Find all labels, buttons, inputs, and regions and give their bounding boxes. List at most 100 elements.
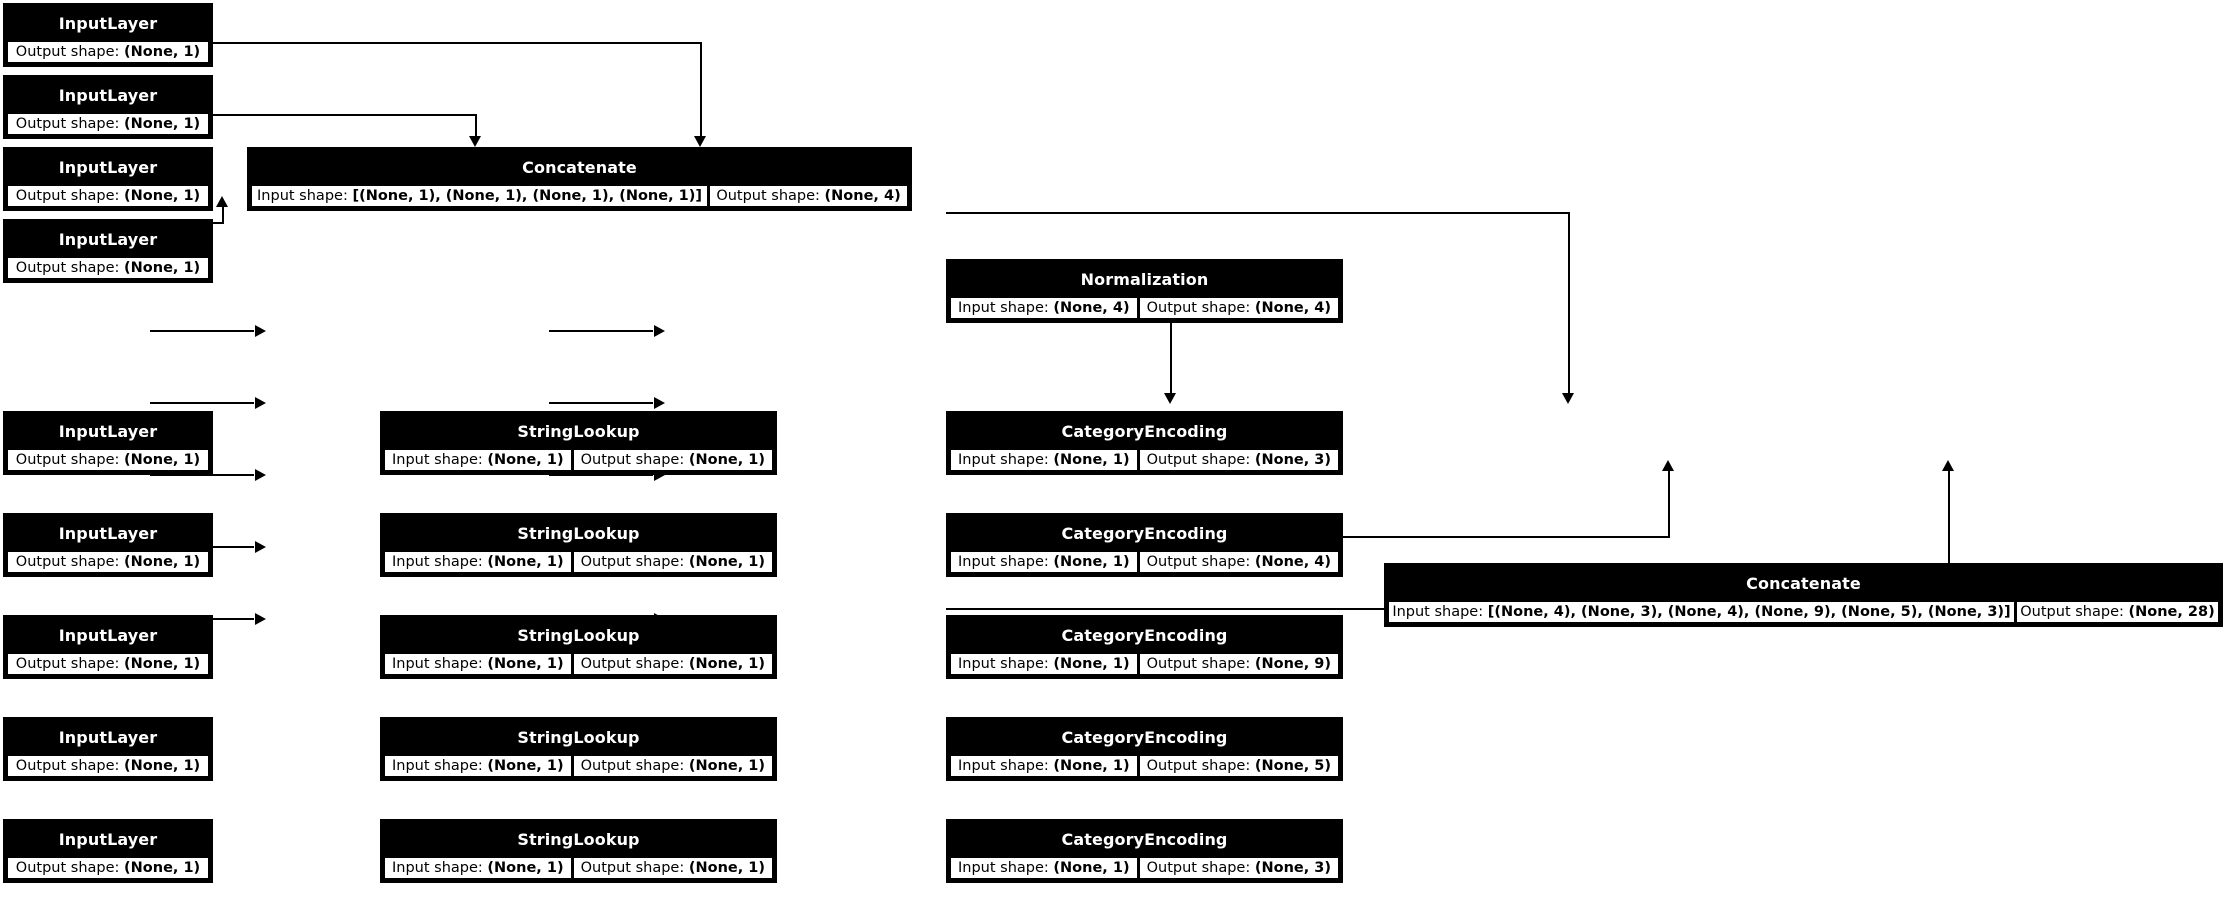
edge-row2-lookup-to-encoding-arrowhead (654, 397, 665, 409)
node-title: InputLayer (6, 6, 210, 40)
output-shape-label: Output shape: (15, 452, 120, 468)
input-shape-value: (None, 1) (487, 656, 564, 672)
node-body: Input shape: (None, 1) Output shape: (No… (949, 550, 1340, 574)
node-title: InputLayer (6, 222, 210, 256)
edge-row5-encoding-vertical (1948, 470, 1950, 610)
node-title: CategoryEncoding (949, 720, 1340, 754)
output-shape-cell: Output shape: (None, 1) (8, 450, 208, 470)
edge-row3-lookup-to-encoding (549, 474, 653, 476)
input-shape-cell: Input shape: (None, 4) (951, 298, 1137, 318)
node-body: Input shape: (None, 1) Output shape: (No… (383, 550, 774, 574)
output-shape-label: Output shape: (15, 116, 120, 132)
node-string-lookup-3[interactable]: StringLookup Input shape: (None, 1) Outp… (380, 615, 777, 679)
node-body: Output shape: (None, 1) (6, 550, 210, 574)
output-shape-label: Output shape: (15, 656, 120, 672)
output-shape-label: Output shape: (2020, 604, 2124, 620)
input-shape-cell: Input shape: (None, 1) (385, 552, 571, 572)
node-body: Input shape: (None, 1) Output shape: (No… (949, 856, 1340, 880)
node-input-layer-numeric-2[interactable]: InputLayer Output shape: (None, 1) (3, 75, 213, 139)
node-string-lookup-2[interactable]: StringLookup Input shape: (None, 1) Outp… (380, 513, 777, 577)
input-shape-cell: Input shape: (None, 1) (951, 654, 1137, 674)
output-shape-label: Output shape: (15, 758, 120, 774)
output-shape-value: (None, 1) (124, 758, 201, 774)
node-input-layer-numeric-1[interactable]: InputLayer Output shape: (None, 1) (3, 3, 213, 67)
input-shape-cell: Input shape: [(None, 4), (None, 3), (Non… (1389, 602, 2014, 622)
output-shape-label: Output shape: (15, 44, 120, 60)
node-input-layer-numeric-3[interactable]: InputLayer Output shape: (None, 1) (3, 147, 213, 211)
node-input-layer-categorical-5[interactable]: InputLayer Output shape: (None, 1) (3, 819, 213, 883)
edge-row5-input-to-lookup-arrowhead (255, 613, 266, 625)
node-body: Input shape: (None, 1) Output shape: (No… (949, 448, 1340, 472)
input-shape-label: Input shape: (1392, 604, 1484, 620)
node-title: Normalization (949, 262, 1340, 296)
output-shape-value: (None, 1) (688, 656, 765, 672)
node-category-encoding-3[interactable]: CategoryEncoding Input shape: (None, 1) … (946, 615, 1343, 679)
node-body: Output shape: (None, 1) (6, 112, 210, 136)
output-shape-value: (None, 1) (124, 188, 201, 204)
edge-row1-encoding-arrowhead (1164, 393, 1176, 404)
node-body: Output shape: (None, 1) (6, 652, 210, 676)
output-shape-label: Output shape: (716, 188, 820, 204)
node-body: Input shape: (None, 1) Output shape: (No… (383, 448, 774, 472)
output-shape-label: Output shape: (1146, 860, 1251, 876)
node-title: CategoryEncoding (949, 618, 1340, 652)
node-category-encoding-4[interactable]: CategoryEncoding Input shape: (None, 1) … (946, 717, 1343, 781)
node-input-layer-categorical-4[interactable]: InputLayer Output shape: (None, 1) (3, 717, 213, 781)
node-title: StringLookup (383, 618, 774, 652)
output-shape-value: (None, 1) (124, 44, 201, 60)
node-title: StringLookup (383, 516, 774, 550)
output-shape-label: Output shape: (15, 860, 120, 876)
node-category-encoding-1[interactable]: CategoryEncoding Input shape: (None, 1) … (946, 411, 1343, 475)
node-input-layer-categorical-2[interactable]: InputLayer Output shape: (None, 1) (3, 513, 213, 577)
input-shape-cell: Input shape: (None, 1) (385, 654, 571, 674)
input-shape-cell: Input shape: (None, 1) (385, 756, 571, 776)
node-body: Input shape: [(None, 4), (None, 3), (Non… (1387, 600, 2220, 624)
output-shape-value: (None, 3) (1254, 860, 1331, 876)
input-shape-label: Input shape: (958, 452, 1049, 468)
node-string-lookup-5[interactable]: StringLookup Input shape: (None, 1) Outp… (380, 819, 777, 883)
node-concatenate-numeric[interactable]: Concatenate Input shape: [(None, 1), (No… (247, 147, 912, 211)
node-body: Output shape: (None, 1) (6, 856, 210, 880)
output-shape-value: (None, 1) (124, 116, 201, 132)
output-shape-cell: Output shape: (None, 1) (573, 552, 773, 572)
node-category-encoding-5[interactable]: CategoryEncoding Input shape: (None, 1) … (946, 819, 1343, 883)
node-category-encoding-2[interactable]: CategoryEncoding Input shape: (None, 1) … (946, 513, 1343, 577)
node-normalization[interactable]: Normalization Input shape: (None, 4) Out… (946, 259, 1343, 323)
node-concatenate-final[interactable]: Concatenate Input shape: [(None, 4), (No… (1384, 563, 2223, 627)
edge-row1-lookup-to-encoding (549, 330, 653, 332)
edge-input2-vertical (475, 114, 477, 138)
node-title: InputLayer (6, 78, 210, 112)
node-input-layer-numeric-4[interactable]: InputLayer Output shape: (None, 1) (3, 219, 213, 283)
output-shape-cell: Output shape: (None, 1) (573, 450, 773, 470)
edge-row1-input-to-lookup-arrowhead (255, 325, 266, 337)
input-shape-value: (None, 1) (1053, 554, 1130, 570)
node-body: Input shape: (None, 4) Output shape: (No… (949, 296, 1340, 320)
edge-normalization-vertical (1568, 212, 1570, 395)
output-shape-cell: Output shape: (None, 3) (1139, 858, 1339, 878)
input-shape-value: (None, 1) (487, 452, 564, 468)
output-shape-value: (None, 1) (688, 452, 765, 468)
input-shape-cell: Input shape: (None, 1) (385, 450, 571, 470)
node-title: Concatenate (1387, 566, 2220, 600)
output-shape-value: (None, 3) (1254, 452, 1331, 468)
input-shape-label: Input shape: (958, 300, 1049, 316)
input-shape-cell: Input shape: (None, 1) (951, 858, 1137, 878)
output-shape-value: (None, 9) (1254, 656, 1331, 672)
output-shape-label: Output shape: (1146, 656, 1251, 672)
node-string-lookup-1[interactable]: StringLookup Input shape: (None, 1) Outp… (380, 411, 777, 475)
node-input-layer-categorical-3[interactable]: InputLayer Output shape: (None, 1) (3, 615, 213, 679)
input-shape-cell: Input shape: [(None, 1), (None, 1), (Non… (252, 186, 707, 206)
node-string-lookup-4[interactable]: StringLookup Input shape: (None, 1) Outp… (380, 717, 777, 781)
output-shape-label: Output shape: (1146, 300, 1251, 316)
node-title: CategoryEncoding (949, 516, 1340, 550)
node-input-layer-categorical-1[interactable]: InputLayer Output shape: (None, 1) (3, 411, 213, 475)
node-body: Input shape: (None, 1) Output shape: (No… (383, 754, 774, 778)
output-shape-value: (None, 1) (124, 656, 201, 672)
output-shape-label: Output shape: (1146, 758, 1251, 774)
output-shape-label: Output shape: (580, 860, 685, 876)
output-shape-label: Output shape: (15, 260, 120, 276)
output-shape-label: Output shape: (1146, 554, 1251, 570)
edge-normalization-horizontal (946, 212, 1570, 214)
input-shape-value: [(None, 4), (None, 3), (None, 4), (None,… (1487, 604, 2011, 620)
